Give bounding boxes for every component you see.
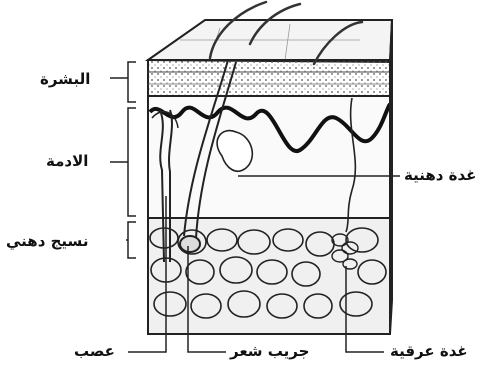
label-dermis: الادمة bbox=[46, 152, 88, 170]
label-epidermis: البشرة bbox=[40, 70, 90, 88]
dermis-bracket bbox=[110, 108, 136, 216]
block-side-face bbox=[390, 20, 392, 334]
label-nerve: عصب bbox=[74, 342, 115, 360]
skin-top-surface bbox=[148, 20, 392, 62]
epidermis-layer bbox=[148, 60, 390, 96]
subcutaneous-bracket bbox=[126, 222, 136, 258]
label-subcutaneous: نسيج دهني bbox=[6, 232, 88, 250]
label-sebaceous-gland: غدة دهنية bbox=[404, 166, 476, 184]
label-sweat-gland: غدة عرقية bbox=[390, 342, 468, 360]
label-hair-follicle: جريب شعر bbox=[230, 342, 309, 360]
epidermis-bracket bbox=[110, 62, 136, 102]
